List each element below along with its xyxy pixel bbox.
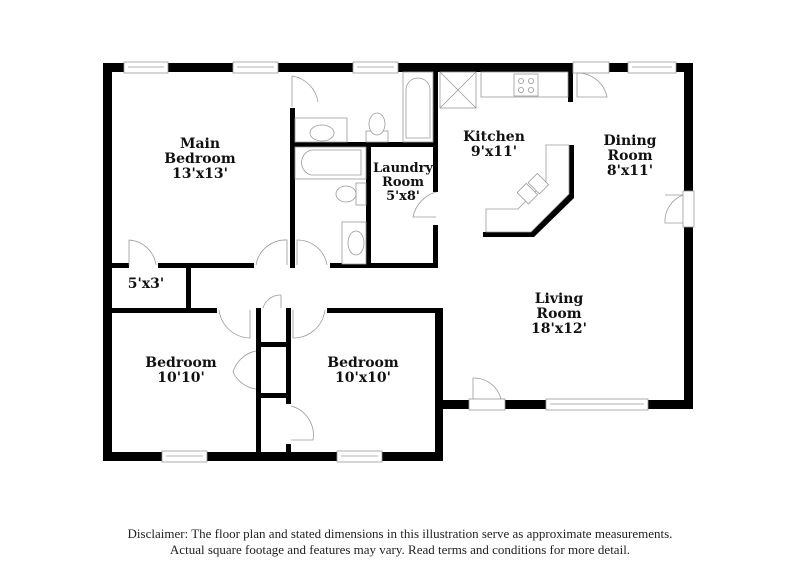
room-label-laundry-room: Laundry Room 5'x8' [373, 162, 433, 204]
room-dimensions: 5'x3' [127, 276, 165, 292]
room-name: Living [534, 291, 584, 307]
room-label-kitchen: Kitchen 9'x11' [463, 130, 525, 160]
room-dimensions: 9'x11' [470, 144, 518, 160]
room-name: Bedroom [164, 151, 236, 167]
room-label-closet: 5'x3' [128, 277, 164, 292]
room-name: Room [607, 148, 653, 164]
room-label-living-room: Living Room 18'x12' [531, 292, 587, 337]
room-dimensions: 5'x8' [386, 189, 420, 204]
room-name: Main [179, 136, 221, 152]
room-dimensions: 13'x13' [172, 166, 228, 182]
disclaimer-line-1: Disclaimer: The floor plan and stated di… [127, 526, 673, 541]
room-name: Room [536, 306, 582, 322]
room-name: Dining [603, 133, 657, 149]
room-name: Bedroom [145, 355, 217, 371]
disclaimer-text: Disclaimer: The floor plan and stated di… [0, 526, 800, 558]
fixtures [294, 71, 570, 265]
room-name: Laundry [373, 161, 433, 176]
room-name: Room [382, 175, 424, 190]
room-dimensions: 10'10' [157, 370, 205, 386]
windows [123, 61, 695, 463]
room-dimensions: 8'x11' [606, 163, 654, 179]
room-label-bedroom-2: Bedroom 10'x10' [327, 356, 398, 386]
disclaimer-line-2: Actual square footage and features may v… [169, 542, 631, 557]
room-label-dining-room: Dining Room 8'x11' [604, 134, 657, 179]
interior-walls [103, 72, 574, 460]
room-name: Bedroom [327, 355, 399, 371]
room-dimensions: 10'x10' [335, 370, 391, 386]
room-label-main-bedroom: Main Bedroom 13'x13' [164, 137, 235, 182]
room-dimensions: 18'x12' [531, 321, 587, 337]
room-name: Kitchen [463, 129, 525, 145]
doors [128, 72, 684, 441]
room-label-bedroom-1: Bedroom 10'10' [145, 356, 216, 386]
